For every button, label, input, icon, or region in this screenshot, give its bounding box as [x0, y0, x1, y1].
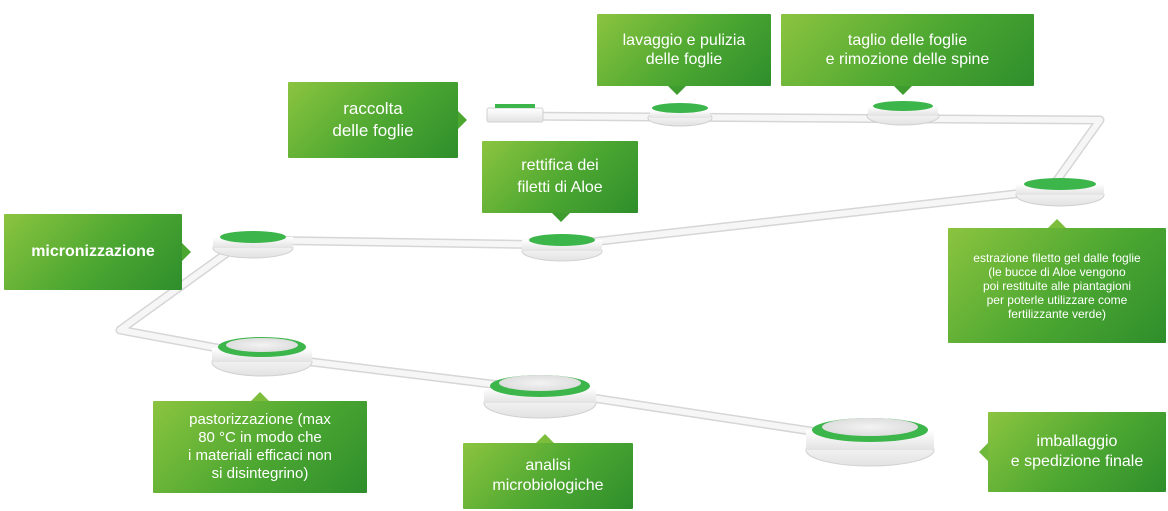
arrow-analisi — [536, 434, 554, 443]
label-imballaggio-text: imballaggio e spedizione finale — [1010, 433, 1144, 470]
arrow-estrazione — [1048, 219, 1066, 228]
label-raccolta-text: raccolta delle foglie — [332, 99, 414, 140]
label-imballaggio: imballaggio e spedizione finale — [988, 412, 1166, 492]
label-raccolta: raccolta delle foglie — [288, 82, 458, 158]
label-estrazione: estrazione filetto gel dalle foglie (le … — [948, 228, 1166, 343]
arrow-imballaggio — [979, 443, 988, 461]
arrow-pastorizzazione — [251, 392, 269, 401]
station-analisi — [483, 375, 597, 419]
arrow-lavaggio — [668, 86, 686, 95]
label-rettifica: rettifica dei filetti di Aloe — [482, 141, 638, 213]
station-estrazione — [1015, 178, 1105, 207]
label-estrazione-text: estrazione filetto gel dalle foglie (le … — [973, 250, 1141, 321]
label-taglio: taglio delle foglie e rimozione delle sp… — [781, 14, 1034, 86]
station-imballaggio — [805, 418, 935, 467]
arrow-raccolta — [458, 111, 467, 129]
label-analisi: analisi microbiologiche — [463, 443, 633, 509]
station-pastorizzazione — [211, 337, 313, 377]
arrow-taglio — [894, 86, 912, 95]
label-analisi-text: analisi microbiologiche — [492, 457, 604, 494]
station-micronizzazione — [212, 231, 294, 259]
label-pastorizzazione-text: pastorizzazione (max 80 °C in modo che i… — [188, 411, 332, 482]
station-taglio — [866, 101, 940, 126]
label-lavaggio: lavaggio e pulizia delle foglie — [597, 14, 771, 86]
label-micronizzazione-text: micronizzazione — [31, 243, 155, 260]
station-raccolta — [486, 104, 544, 123]
label-taglio-text: taglio delle foglie e rimozione delle sp… — [825, 32, 990, 68]
arrow-micronizzazione — [182, 243, 191, 261]
station-rettifica — [521, 234, 603, 262]
label-lavaggio-text: lavaggio e pulizia delle foglie — [622, 32, 746, 68]
label-pastorizzazione: pastorizzazione (max 80 °C in modo che i… — [153, 401, 367, 493]
label-rettifica-text: rettifica dei filetti di Aloe — [517, 157, 603, 196]
station-lavaggio — [647, 103, 713, 127]
arrow-rettifica — [552, 213, 570, 222]
label-micronizzazione: micronizzazione — [4, 214, 182, 290]
